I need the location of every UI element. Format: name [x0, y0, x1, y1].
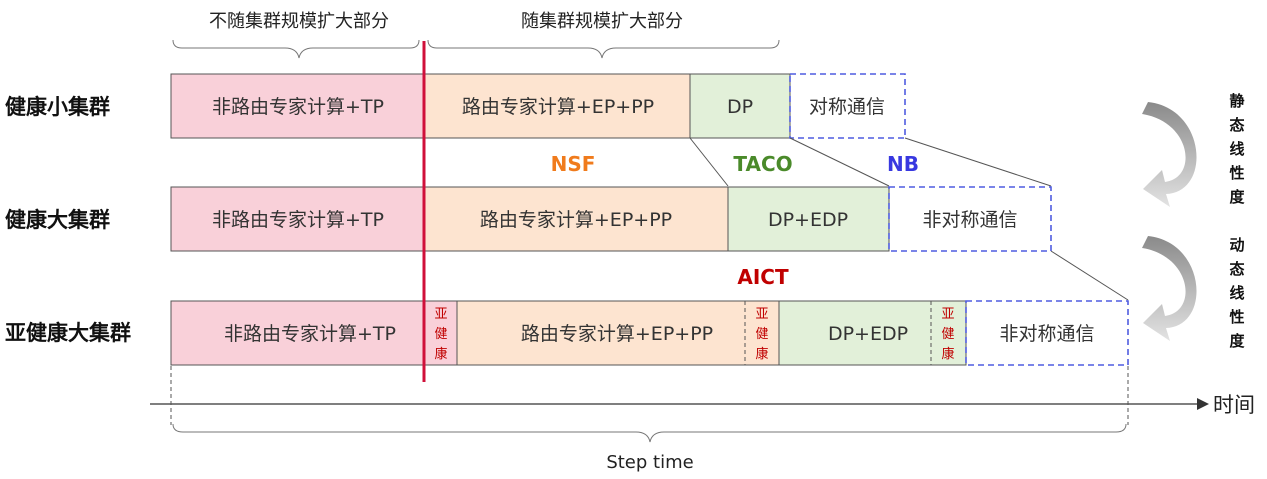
subhealth-label-3: 亚 健 康	[941, 307, 954, 362]
svg-text:线: 线	[1229, 284, 1244, 302]
subhealth-label-2: 亚 健 康	[755, 307, 768, 362]
step-time-brace	[172, 423, 1127, 443]
label-aict: AICT	[737, 265, 789, 289]
row2-non-routing-text: 非路由专家计算+TP	[212, 209, 384, 231]
row2-dp-block	[727, 186, 890, 252]
row3-dp-block	[778, 300, 967, 366]
svg-text:亚: 亚	[755, 307, 768, 322]
row-label-healthy-large: 健康大集群	[5, 208, 110, 232]
step-time-label: Step time	[606, 452, 693, 473]
row1-comm-block	[789, 73, 906, 139]
row1-dp-text: DP	[727, 96, 753, 118]
svg-text:性: 性	[1229, 164, 1244, 182]
label-nb: NB	[887, 152, 919, 176]
svg-text:健: 健	[755, 327, 768, 342]
svg-text:动: 动	[1229, 236, 1244, 254]
row1-non-routing-text: 非路由专家计算+TP	[212, 96, 384, 118]
row-label-healthy-small: 健康小集群	[5, 95, 110, 119]
row2-comm-text: 非对称通信	[922, 209, 1017, 231]
svg-text:态: 态	[1229, 116, 1244, 134]
svg-text:亚: 亚	[434, 307, 447, 322]
row-subhealthy-large: 非路由专家计算+TP 路由专家计算+EP+PP DP+EDP 非对称通信 亚 健…	[170, 300, 1129, 366]
svg-text:性: 性	[1229, 308, 1244, 326]
row3-routing-text: 路由专家计算+EP+PP	[521, 323, 713, 345]
row1-comm-text: 对称通信	[809, 96, 885, 118]
row1-routing-block	[424, 73, 691, 139]
top-right-brace	[427, 39, 780, 59]
top-left-brace-label: 不随集群规模扩大部分	[209, 11, 389, 32]
row-healthy-small: 非路由专家计算+TP 路由专家计算+EP+PP DP 对称通信	[170, 73, 906, 139]
dynamic-linearity-label: 动 态 线 性 度	[1229, 236, 1245, 350]
connectors-row1-row2	[689, 137, 1052, 187]
row2-comm-block	[888, 186, 1052, 252]
time-axis-label: 时间	[1213, 393, 1255, 417]
row3-dp-text: DP+EDP	[828, 323, 908, 345]
top-left-brace	[172, 39, 420, 59]
label-nsf: NSF	[551, 152, 596, 176]
time-axis-arrow-icon	[1197, 398, 1209, 410]
svg-text:康: 康	[941, 346, 954, 362]
svg-text:亚: 亚	[941, 307, 954, 322]
svg-text:康: 康	[434, 346, 447, 362]
row3-comm-text: 非对称通信	[999, 323, 1094, 345]
static-linearity-label: 静 态 线 性 度	[1229, 92, 1245, 206]
row2-dp-text: DP+EDP	[768, 209, 848, 231]
svg-text:线: 线	[1229, 140, 1244, 158]
connectors-row2-row3	[1050, 250, 1129, 301]
row2-non-routing-block	[170, 186, 426, 252]
svg-text:静: 静	[1229, 92, 1244, 110]
row1-routing-text: 路由专家计算+EP+PP	[462, 96, 654, 118]
row3-non-routing-text: 非路由专家计算+TP	[224, 323, 396, 345]
svg-text:态: 态	[1229, 260, 1244, 278]
row-healthy-large: 非路由专家计算+TP 路由专家计算+EP+PP DP+EDP 非对称通信	[170, 186, 1052, 252]
svg-text:康: 康	[755, 346, 768, 362]
row1-non-routing-block	[170, 73, 426, 139]
row3-routing-block	[456, 300, 780, 366]
svg-text:度: 度	[1229, 332, 1245, 350]
top-right-brace-label: 随集群规模扩大部分	[521, 11, 683, 32]
row2-routing-block	[424, 186, 729, 252]
row3-non-routing-block	[170, 300, 426, 366]
label-taco: TACO	[733, 152, 792, 176]
static-linearity-arrow-icon	[1142, 102, 1197, 207]
row1-dp-block	[689, 73, 791, 139]
svg-text:健: 健	[434, 327, 447, 342]
time-axis	[150, 398, 1209, 410]
row-label-subhealthy-large: 亚健康大集群	[5, 321, 131, 345]
svg-text:度: 度	[1229, 188, 1245, 206]
row3-comm-block	[965, 300, 1129, 366]
svg-text:健: 健	[941, 327, 954, 342]
row2-routing-text: 路由专家计算+EP+PP	[480, 209, 672, 231]
subhealth-label-1: 亚 健 康	[434, 307, 447, 362]
dynamic-linearity-arrow-icon	[1142, 236, 1197, 341]
